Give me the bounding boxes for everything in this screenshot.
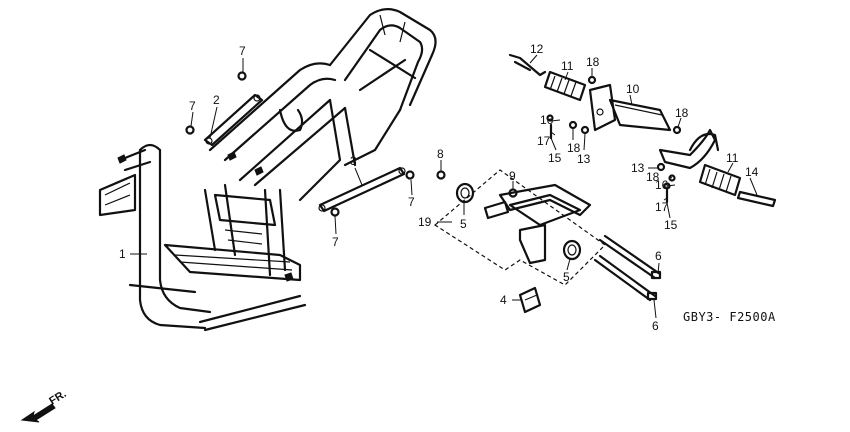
callout-2: 2	[213, 93, 220, 107]
callout-6-upper: 6	[655, 249, 662, 263]
callout-8: 8	[437, 147, 444, 161]
front-direction-arrow-icon: FR.	[20, 388, 69, 423]
callout-19: 19	[418, 215, 432, 229]
callout-12: 12	[530, 42, 544, 56]
callout-13-upper: 13	[577, 152, 591, 166]
callout-5-upper: 5	[460, 217, 467, 231]
callout-5-lower: 5	[563, 270, 570, 284]
callout-18-right: 18	[675, 106, 689, 120]
bracket-part-2	[203, 93, 264, 147]
bolts-part-6	[593, 234, 662, 302]
callout-17-upper: 17	[537, 134, 551, 148]
step-bar-right	[658, 128, 777, 208]
callout-3: 3	[350, 154, 357, 168]
callout-1: 1	[119, 247, 126, 261]
callout-10: 10	[626, 82, 640, 96]
small-fasteners	[546, 75, 682, 204]
callout-6-lower: 6	[652, 319, 659, 333]
callout-7-right: 7	[408, 195, 415, 209]
callout-9: 9	[509, 169, 516, 183]
diagram-code: GBY3- F2500A	[683, 310, 776, 324]
leader-lines	[130, 54, 758, 319]
rod-part-3	[318, 166, 406, 213]
callout-11-lower: 11	[726, 151, 739, 165]
callout-18-lower: 18	[646, 170, 660, 184]
callout-13-lower: 13	[631, 161, 645, 175]
nuts-part-7	[185, 71, 415, 217]
callout-17-lower: 17	[655, 200, 669, 214]
callout-7-left: 7	[189, 99, 196, 113]
callout-16-lower: 16	[655, 178, 669, 192]
callout-labels: 1 2 3 4 5 5 6 6 7 7 7 7 8 9 10 11 11 12 …	[119, 42, 759, 333]
callout-11-upper: 11	[561, 59, 574, 73]
callout-14: 14	[745, 165, 759, 179]
stopper-part-4	[518, 286, 542, 314]
mount-bracket-assembly	[433, 169, 606, 286]
callout-7-bottom: 7	[332, 235, 339, 249]
step-bar-left	[508, 53, 672, 132]
frame-body	[98, 8, 437, 332]
callout-4: 4	[500, 293, 507, 307]
callout-16-upper: 16	[540, 113, 554, 127]
callout-15-lower: 15	[664, 218, 678, 232]
callout-7-top: 7	[239, 44, 246, 58]
callout-15-upper: 15	[548, 151, 562, 165]
callout-18-mid: 18	[567, 141, 581, 155]
callout-18-top: 18	[586, 55, 600, 69]
